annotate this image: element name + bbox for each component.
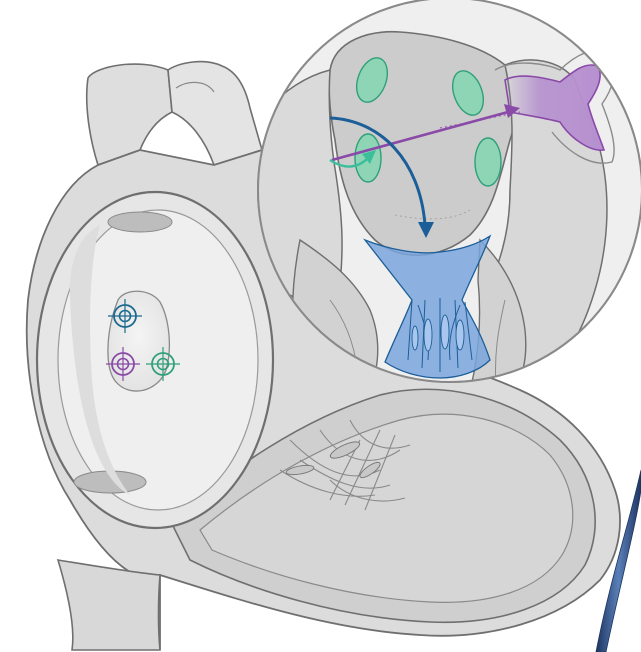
- fossa-ovalis: [108, 291, 169, 391]
- inferior-vena-cava: [58, 560, 160, 650]
- pulmonary-vein-ostium-right-lower: [475, 138, 501, 186]
- svc-opening: [108, 212, 172, 232]
- aorta: [168, 62, 262, 165]
- superior-vena-cava: [87, 64, 172, 165]
